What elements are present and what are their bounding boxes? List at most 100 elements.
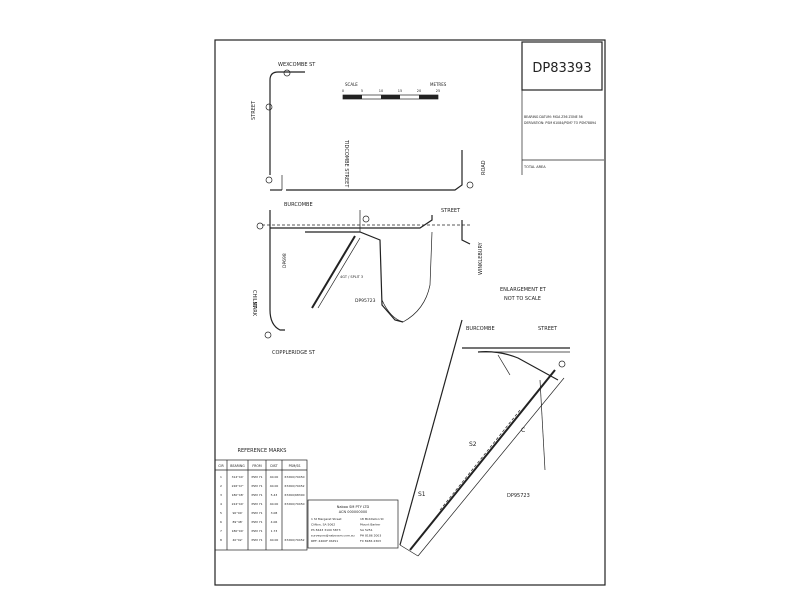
enlargement-subtitle: NOT TO SCALE xyxy=(504,296,541,302)
ref-cell: 1.73 xyxy=(271,529,278,533)
ref-cell: 180°00' xyxy=(232,529,244,533)
scale-tick-20: 20 xyxy=(417,89,421,93)
ref-cell: 67260/70452 xyxy=(284,538,304,542)
ref-header: PSM/SS xyxy=(289,464,301,468)
surveyor-right-line: SA 5251 xyxy=(360,528,373,532)
scale-tick-10: 10 xyxy=(379,89,383,93)
street-label-street-ul: STREET xyxy=(251,100,257,120)
street-label-road: ROAD xyxy=(481,160,487,175)
surveyor-right-line: PH 8186 2003 xyxy=(360,534,381,538)
surveyor-left-line: 1 St Margaret Street xyxy=(311,517,342,521)
ref-cell: 180°48' xyxy=(232,493,244,497)
enl-west-boundary xyxy=(399,319,463,546)
enlargement-burcombe: BURCOMBE xyxy=(466,326,495,332)
ref-cell: PSM 71 xyxy=(251,502,262,506)
street-label-tidcombe: TIDCOMBE STREET xyxy=(343,139,349,188)
surveyor-left-line: Clifton, SA 5062 xyxy=(311,523,335,527)
mark-5 xyxy=(264,331,272,339)
mark-6 xyxy=(362,215,370,223)
mark-8 xyxy=(558,360,566,368)
ref-cell: 4 xyxy=(220,502,222,506)
ref-cell: PSM 71 xyxy=(251,529,262,533)
lot-label-dp-left: DP698 xyxy=(282,253,288,268)
surveyor-right-line: Mount Barker xyxy=(360,523,381,527)
ref-cell: 40°02' xyxy=(233,538,243,542)
ref-cell: 40.00 xyxy=(270,475,279,479)
street-label-chilmark: CHILMARK xyxy=(251,290,257,317)
total-area: TOTAL AREA xyxy=(523,165,546,169)
scale-segment-5 xyxy=(419,95,438,99)
lot-label-main: DP95723 xyxy=(355,298,376,304)
wexcombe-kerb xyxy=(269,71,305,175)
surveyor-left-line: Ph 8443 3100 5873 xyxy=(311,528,341,532)
scale-tick-25: 25 xyxy=(436,89,440,93)
ref-header: FROM xyxy=(252,464,262,468)
ref-cell: PSM 71 xyxy=(251,511,262,515)
main-lot-curve xyxy=(381,231,433,323)
ref-cell: 7 xyxy=(220,529,222,533)
scale-segment-3 xyxy=(381,95,400,99)
ref-cell: 40.00 xyxy=(270,502,279,506)
ref-cell: 8 xyxy=(220,538,222,542)
ref-cell: 67260/70452 xyxy=(284,484,304,488)
enl-lot-s2: S2 xyxy=(469,441,477,448)
enl-east-line xyxy=(539,379,546,471)
enl-easement-a xyxy=(409,369,556,551)
coppleridge-kerb xyxy=(269,309,285,331)
ref-cell: 40.00 xyxy=(270,538,279,542)
ref-cell: 67260/70450 xyxy=(284,475,304,479)
ref-header: BEARING xyxy=(230,464,245,468)
enl-lot-c: C xyxy=(521,427,525,434)
ref-cell: PSM 71 xyxy=(251,475,262,479)
ref-cell: 314°40' xyxy=(232,475,244,479)
scale-label: SCALE xyxy=(345,82,358,87)
winkleybury-kerb xyxy=(461,220,471,245)
surveyor-right-line: FX 8186 2303 xyxy=(360,539,381,543)
scale-tick-15: 15 xyxy=(398,89,402,93)
ref-cell: 67260/68300 xyxy=(284,493,304,497)
surveyor-line-1: Naboo SM PTY LTD xyxy=(337,505,370,509)
enl-south-tie xyxy=(399,544,419,557)
ref-cell: 2 xyxy=(220,484,222,488)
derivation: DERIVATION: PSM 61084/PSM? TO PSM78894 xyxy=(524,121,596,125)
ref-cell: PSM 71 xyxy=(251,484,262,488)
ref-cell: PSM 71 xyxy=(251,493,262,497)
plan-number: DP83393 xyxy=(532,61,591,76)
scale-segment-1 xyxy=(343,95,362,99)
enl-dp-label: DP95723 xyxy=(507,493,530,499)
main-lot xyxy=(305,210,433,323)
mark-3 xyxy=(265,176,273,184)
scale-tick-5: 5 xyxy=(361,89,363,93)
street-label-wexcombe: WEXCOMBE ST xyxy=(278,62,316,68)
ref-cell: 6 xyxy=(220,520,222,524)
enlargement-title: ENLARGEMENT ET xyxy=(500,287,547,293)
enl-curve xyxy=(477,351,559,381)
bearing-datum: BEARING DATUM: MGA Z56 ZONE 56 xyxy=(524,115,583,119)
survey-marks xyxy=(256,69,566,368)
street-label-st: ST xyxy=(251,302,257,309)
ref-cell: PSM 71 xyxy=(251,520,262,524)
street-label-coppleridge: COPPLERIDGE ST xyxy=(272,350,316,356)
ref-cell: 5.43 xyxy=(271,493,278,497)
enlargement-diagram: ENLARGEMENT ET NOT TO SCALE BURCOMBE STR… xyxy=(399,287,570,557)
main-lot-easement xyxy=(311,235,356,309)
ref-cell: 67260/70450 xyxy=(284,502,304,506)
enl-easement-b xyxy=(417,377,565,557)
burcombe-south-kerb xyxy=(270,215,433,229)
scale-units: METRES xyxy=(430,82,447,87)
ref-table-border xyxy=(214,459,308,551)
ref-cell: 226°47' xyxy=(232,484,244,488)
enlargement-street: STREET xyxy=(538,326,558,332)
surveyor-block-border xyxy=(307,499,399,549)
mark-2 xyxy=(265,103,273,111)
ref-cell: 89°48' xyxy=(233,520,243,524)
ref-cell: 224°40' xyxy=(232,502,244,506)
sheet-border xyxy=(214,39,606,586)
ref-cell: 4.06 xyxy=(271,520,278,524)
scale-bar: SCALE METRES 0 5 10 15 20 25 xyxy=(342,82,447,100)
street-network xyxy=(262,71,471,331)
